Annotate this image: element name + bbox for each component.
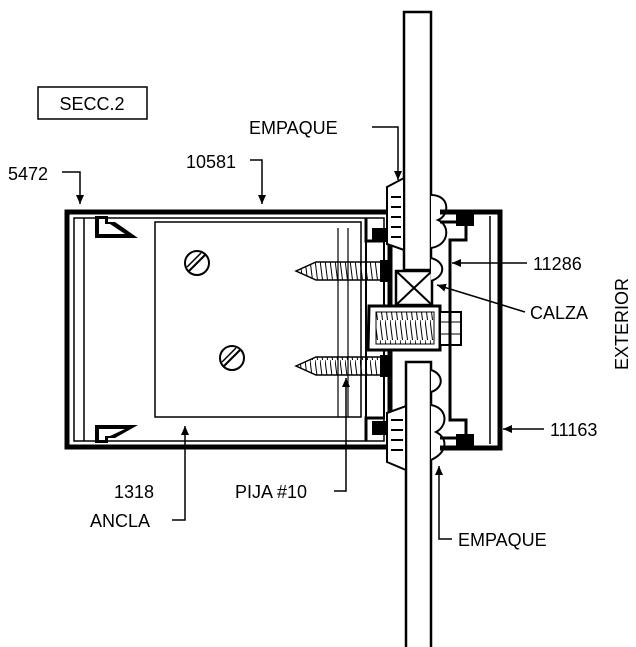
calza-shim [394, 269, 434, 307]
gasket-upper [386, 176, 405, 252]
callout-calza-text: CALZA [530, 303, 588, 323]
callout-pija-text: PIJA #10 [235, 482, 307, 502]
section-label-text: SECC.2 [59, 94, 124, 114]
exterior-label: EXTERIOR [612, 278, 632, 370]
screw-upper [294, 260, 388, 282]
glass-pane-lower [404, 360, 433, 647]
callout-empaque-bottom: EMPAQUE [435, 466, 547, 550]
callout-5472: 5472 [8, 164, 84, 204]
callout-11286-text: 11286 [533, 254, 582, 274]
callout-11163: 11163 [503, 420, 597, 440]
wedge-gasket-upper [430, 194, 448, 282]
callout-5472-text: 5472 [8, 164, 48, 184]
callout-anchor-code-text: 1318 [114, 482, 154, 502]
callout-empaque-bottom-text: EMPAQUE [458, 530, 547, 550]
cover-profile-11163 [440, 209, 503, 451]
callout-calza: CALZA [436, 283, 588, 323]
screw-lower [294, 355, 388, 377]
callout-11286: 11286 [452, 254, 582, 274]
bolt-head-lower-icon [219, 345, 245, 371]
callout-empaque-top: EMPAQUE [249, 118, 402, 180]
bolt-head-upper-icon [184, 250, 210, 276]
callout-11163-text: 11163 [550, 420, 597, 440]
central-bolt [366, 304, 462, 352]
callout-10581-text: 10581 [186, 152, 236, 172]
callout-pija: PIJA #10 [235, 378, 350, 502]
section-label: SECC.2 [37, 86, 148, 120]
anchor-1318 [154, 221, 362, 418]
callout-ancla: 1318 ANCLA [90, 426, 189, 531]
callout-anchor-name-text: ANCLA [90, 511, 150, 531]
callout-10581: 10581 [186, 152, 266, 204]
callout-empaque-top-text: EMPAQUE [249, 118, 338, 138]
gasket-lower [386, 404, 407, 472]
glass-pane-upper [402, 10, 433, 272]
